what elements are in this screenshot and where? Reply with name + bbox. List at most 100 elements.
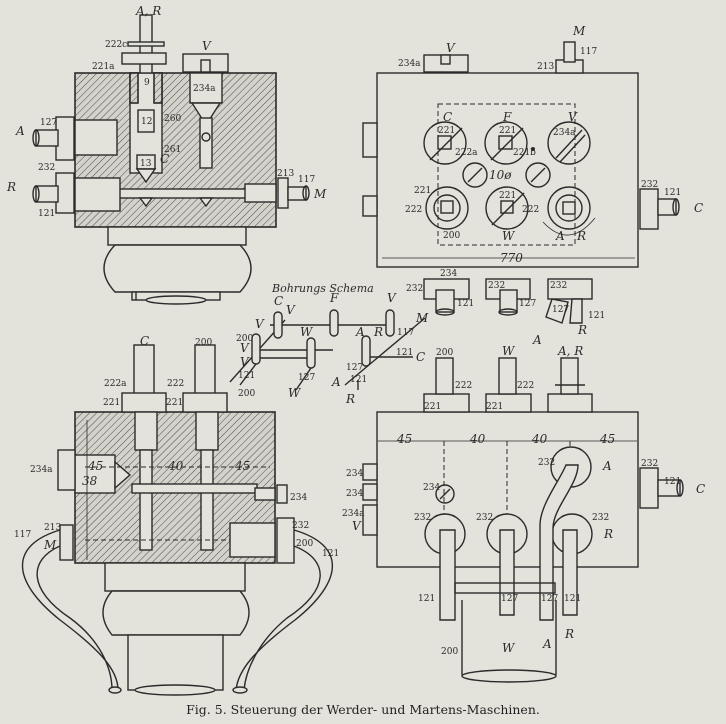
valve-ar-plug (547, 186, 591, 230)
label: C (160, 152, 169, 166)
label: 232 (476, 513, 493, 523)
label: 221 (414, 186, 431, 196)
label: 222 (167, 379, 184, 389)
bottom-plan-view: 200 222 221 W 222 221 A, R 45 40 40 45 2… (342, 344, 705, 683)
label: 121 (664, 477, 681, 487)
pipe-121 (439, 529, 456, 621)
label: 234a (30, 465, 53, 475)
label: M (313, 187, 327, 201)
label: 232 (488, 281, 505, 291)
label: 127 (346, 363, 363, 373)
label: 221 (499, 126, 516, 136)
label: A (532, 333, 542, 347)
label: 234a (193, 84, 216, 94)
label: 232 (414, 513, 431, 523)
label: R (373, 325, 383, 339)
label: R (576, 229, 586, 243)
label: W (502, 344, 516, 358)
gland-nut-221a (121, 52, 167, 65)
label: 40 (531, 432, 548, 446)
hose-121 (235, 529, 333, 691)
label: 234 (290, 493, 307, 503)
label: 40 (469, 432, 486, 446)
label: 213 (277, 169, 294, 179)
figure-caption: Fig. 5. Steuerung der Werder- und Marten… (186, 702, 540, 717)
label: V (568, 110, 578, 124)
label: C (443, 110, 452, 124)
label: M (415, 311, 429, 325)
label: W (300, 325, 314, 339)
label: A, R (557, 344, 583, 358)
drilling-schema: Bohrungs Schema C V F V W 200 V V V 121 … (229, 282, 429, 406)
label: A (331, 375, 341, 389)
label: 222 (517, 381, 534, 391)
label: 117 (580, 47, 597, 57)
valve-block-plan (376, 72, 639, 268)
label: V (387, 291, 397, 305)
label: 234 (423, 483, 440, 493)
label: V (240, 355, 250, 369)
pipe-127 (499, 529, 515, 616)
label: F (502, 110, 512, 124)
label: 45 (87, 459, 103, 473)
label: 127 (40, 118, 57, 128)
label: M (572, 24, 586, 38)
label: 121 (396, 348, 413, 358)
label: 232 (641, 180, 658, 190)
label: 45 (396, 432, 412, 446)
label: 200 (236, 334, 253, 344)
label: V (255, 317, 265, 331)
label: 45 (234, 459, 250, 473)
valve-w-plug (485, 186, 529, 230)
label: 232 (592, 513, 609, 523)
label: C (140, 334, 149, 348)
label: 770 (500, 251, 523, 265)
top-plan-view: V 234a M 117 213 C F V 221 222a 221 221b… (362, 24, 703, 347)
label: W (502, 641, 516, 655)
label: 38 (82, 474, 98, 488)
label: 9 (144, 78, 150, 88)
label: 261 (164, 145, 181, 155)
label: 222a (455, 148, 478, 158)
label: 222 (405, 205, 422, 215)
label: 232 (641, 459, 658, 469)
label: 200 (443, 231, 460, 241)
label: C (416, 350, 425, 364)
label: 200 (296, 539, 313, 549)
label: A, R (135, 4, 161, 18)
label: M (43, 538, 57, 552)
label: A (602, 459, 612, 473)
label: 45 (599, 432, 615, 446)
label: 121 (457, 299, 474, 309)
label: 121 (350, 375, 367, 385)
label: A (555, 229, 565, 243)
label: 127 (298, 373, 315, 383)
label: 234 (346, 489, 363, 499)
label: 221 (424, 402, 441, 412)
label: C (694, 201, 703, 215)
label: 12 (141, 117, 152, 127)
label: V (286, 303, 296, 317)
label: A (542, 637, 552, 651)
label: R (564, 627, 574, 641)
label: 221 (438, 126, 455, 136)
label: 40 (167, 459, 184, 473)
base-flange (103, 244, 252, 293)
label: C (274, 294, 283, 308)
label: 221 (166, 398, 183, 408)
label: 234 (440, 269, 457, 279)
label: 222 (455, 381, 472, 391)
label: 117 (397, 328, 414, 338)
label: 221 (499, 191, 516, 201)
label: 234a (398, 59, 421, 69)
label: 121 (322, 549, 339, 559)
label: R (6, 180, 16, 194)
label: 200 (436, 348, 453, 358)
label: V (202, 39, 212, 53)
label: 10ø (489, 168, 512, 182)
label: 13 (140, 159, 152, 169)
label: W (288, 386, 302, 400)
label: 232 (406, 284, 423, 294)
label: F (329, 291, 339, 305)
